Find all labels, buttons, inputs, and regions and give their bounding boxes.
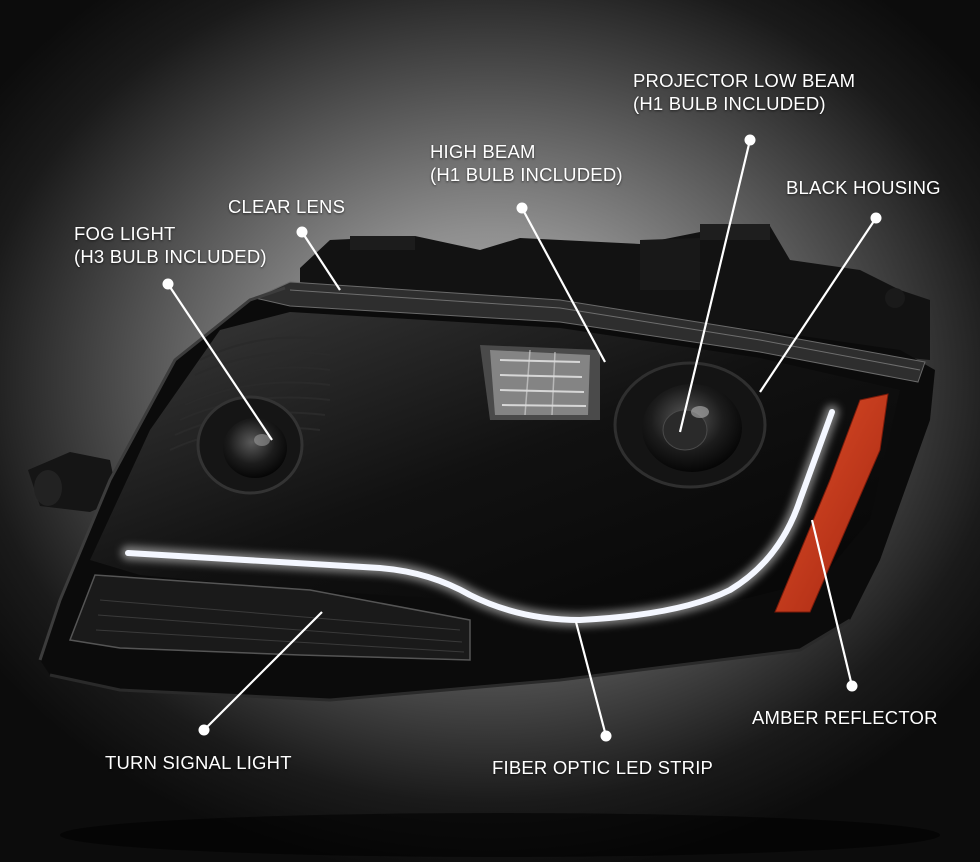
amber-reflector: [774, 393, 889, 613]
leader-lines: [167, 139, 877, 737]
amber-reflector-label: AMBER REFLECTOR: [752, 707, 938, 728]
fiber-optic-led-strip-label: FIBER OPTIC LED STRIP: [492, 757, 714, 778]
leader-fog-light: [167, 283, 273, 441]
callout-clear-lens: CLEAR LENS: [228, 195, 345, 218]
leader-black-housing: [759, 217, 877, 393]
leader-high-beam: [521, 207, 606, 363]
dot-projector-low-beam: [744, 134, 756, 146]
turn-signal-light-label: TURN SIGNAL LIGHT: [105, 752, 292, 773]
callout-projector-low-beam: PROJECTOR LOW BEAM (H1 BULB INCLUDED): [633, 69, 855, 115]
dot-fog-light: [162, 278, 174, 290]
callout-amber-reflector: AMBER REFLECTOR: [752, 706, 938, 729]
projector-low-beam-bulb-note: (H1 BULB INCLUDED): [633, 93, 826, 114]
callout-fog-light: FOG LIGHT (H3 BULB INCLUDED): [74, 222, 267, 268]
dot-black-housing: [870, 212, 882, 224]
dot-high-beam: [516, 202, 528, 214]
outer-bezel-edge: [38, 286, 286, 661]
high-beam-reflector: [480, 345, 600, 420]
rear-housing: [300, 224, 930, 360]
led-strip: [125, 409, 835, 624]
dot-clear-lens: [296, 226, 308, 238]
clear-lens-label: CLEAR LENS: [228, 196, 346, 217]
low-beam-projector: [613, 361, 767, 489]
callout-high-beam: HIGH BEAM (H1 BULB INCLUDED): [430, 140, 623, 186]
leader-turn-signal: [203, 611, 323, 731]
floor-shadow: [60, 813, 940, 857]
black-housing-label: BLACK HOUSING: [786, 177, 941, 198]
projector-low-beam-label: PROJECTOR LOW BEAM: [633, 70, 856, 91]
leader-led-strip: [574, 621, 608, 737]
callout-black-housing: BLACK HOUSING: [786, 176, 941, 199]
fog-light-label: FOG LIGHT: [74, 223, 176, 244]
high-beam-bulb-note: (H1 BULB INCLUDED): [430, 164, 623, 185]
leader-projector-low-beam: [678, 139, 752, 433]
connector-plug: [28, 452, 118, 512]
dot-turn-signal: [198, 724, 210, 736]
dot-amber-reflector: [846, 680, 858, 692]
leader-dots: [162, 134, 882, 742]
turn-signal-lens: [68, 574, 471, 661]
callout-fiber-optic-led-strip: FIBER OPTIC LED STRIP: [492, 756, 713, 779]
leader-clear-lens: [301, 231, 341, 291]
high-beam-label: HIGH BEAM: [430, 141, 536, 162]
leader-amber-reflector: [810, 519, 854, 687]
fog-light-projector: [196, 395, 304, 495]
fog-light-bulb-note: (H3 BULB INCLUDED): [74, 246, 267, 267]
callout-turn-signal-light: TURN SIGNAL LIGHT: [105, 751, 292, 774]
lens-top-strip: [253, 281, 926, 383]
dot-led-strip: [600, 730, 612, 742]
